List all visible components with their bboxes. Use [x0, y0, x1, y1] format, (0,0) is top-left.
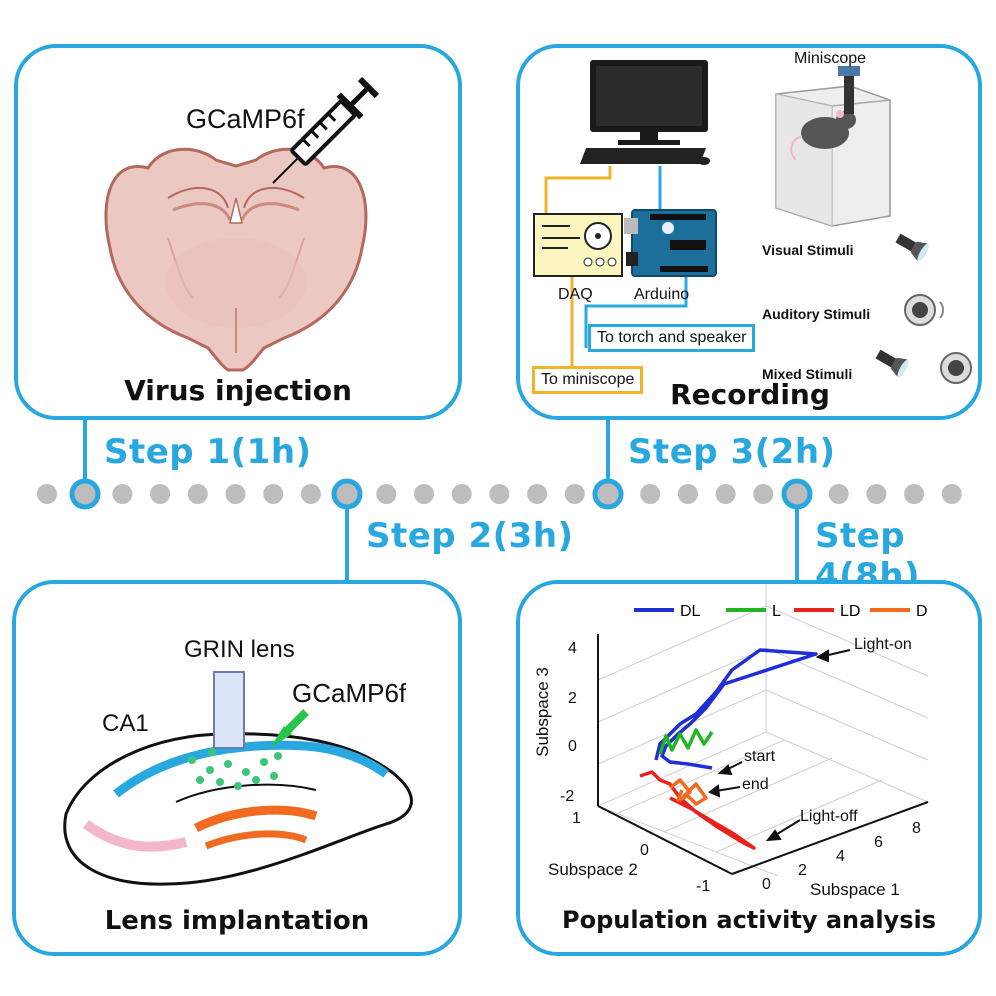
timeline-dot	[866, 484, 887, 504]
annotation-start: start	[744, 748, 776, 765]
torch-icon	[875, 349, 909, 378]
to-torch-box: To torch and speaker	[588, 324, 756, 352]
z-axis-label: Subspace 3	[532, 667, 552, 757]
torch-icon	[895, 233, 929, 262]
virus-injection-panel: GCaMP6f Virus injection	[14, 44, 462, 420]
timeline-step-dot-4	[781, 478, 813, 510]
timeline-dot	[414, 484, 434, 504]
z-tick-0: 0	[568, 738, 577, 755]
timeline-dot	[150, 484, 171, 504]
timeline-dot	[677, 484, 698, 504]
legend-label-ld: LD	[840, 603, 860, 620]
timeline-dot	[527, 484, 548, 504]
legend-label-d: D	[916, 603, 928, 620]
auditory-stimuli-label: Auditory Stimuli	[762, 306, 871, 322]
lens-implantation-panel: GRIN lens GCaMP6f CA1 Lens implantation	[12, 580, 462, 956]
z-tick-4: 4	[568, 640, 577, 657]
brain-illustration	[104, 76, 380, 372]
timeline-step-dot-3	[592, 478, 624, 510]
timeline-dot	[263, 484, 284, 504]
ca1-layer	[113, 740, 389, 798]
daq-icon	[533, 213, 623, 277]
x-tick-0: 0	[762, 876, 771, 893]
x-tick-2: 2	[798, 862, 807, 879]
population-trajectory-chart: DL L LD D	[597, 584, 929, 877]
lens-implantation-title: Lens implantation	[104, 906, 370, 936]
gcamp-label: GCaMP6f	[186, 104, 305, 134]
population-analysis-panel: DL L LD D 4 2 0 -2 Subspace 3 1 0 -1 Subspa…	[516, 580, 982, 956]
trajectory-l	[658, 728, 714, 755]
annotation-light-off: Light-off	[800, 808, 858, 825]
z-tick-2: 2	[568, 690, 577, 707]
legend-label-dl: DL	[680, 603, 701, 620]
step-3-label: Step 3(2h)	[628, 432, 836, 472]
annotation-arrows	[708, 649, 851, 842]
annotation-end: end	[742, 776, 769, 793]
arena-box	[775, 85, 891, 227]
hippocampus-illustration	[63, 671, 413, 886]
timeline-dot	[376, 484, 397, 504]
recording-title: Recording	[670, 378, 830, 411]
ca1-label: CA1	[102, 710, 149, 737]
timeline-step-dot-2	[331, 478, 363, 510]
timeline-dot	[904, 484, 925, 504]
timeline-dot	[828, 484, 849, 504]
timeline-dot	[941, 484, 962, 504]
mixed-stimuli-label: Mixed Stimuli	[762, 366, 853, 382]
arduino-icon	[624, 209, 717, 277]
timeline-dot	[225, 484, 246, 504]
timeline-dot	[489, 484, 510, 504]
arduino-label: Arduino	[634, 286, 690, 303]
trajectory-d	[668, 778, 708, 806]
step-2-label: Step 2(3h)	[366, 516, 574, 556]
miniscope-label: Miniscope	[794, 50, 867, 67]
computer-icon	[580, 60, 710, 165]
to-miniscope-box: To miniscope	[532, 366, 644, 394]
legend-label-l: L	[772, 603, 781, 620]
gcamp-cells	[188, 748, 282, 790]
timeline-dot	[37, 484, 57, 504]
timeline-step-dot-1	[69, 478, 101, 510]
x-axis-label: Subspace 1	[810, 880, 900, 899]
recording-panel: Miniscope DAQ Arduino To torch and speak…	[516, 44, 982, 420]
speaker-icon	[904, 294, 944, 326]
y-axis-label: Subspace 2	[548, 860, 638, 879]
annotation-light-on: Light-on	[854, 636, 912, 653]
dentate-gyrus	[193, 805, 318, 833]
step-1-label: Step 1(1h)	[104, 432, 312, 472]
grin-lens	[213, 671, 245, 749]
timeline-dot	[564, 484, 585, 504]
y-tick-1: 1	[572, 810, 581, 827]
daq-label: DAQ	[558, 286, 593, 303]
trajectory-ld	[639, 770, 756, 850]
x-tick-8: 8	[912, 820, 921, 837]
mouse-icon	[790, 66, 860, 161]
timeline-dot	[187, 484, 208, 504]
x-tick-6: 6	[874, 834, 883, 851]
arrow-icon	[270, 709, 309, 748]
chart-axes	[597, 634, 929, 875]
timeline-dot	[112, 484, 133, 504]
population-analysis-title: Population activity analysis	[561, 906, 936, 934]
x-tick-4: 4	[836, 848, 845, 865]
y-tick-0: 0	[640, 842, 649, 859]
virus-injection-title: Virus injection	[124, 374, 352, 407]
syringe-icon	[272, 76, 380, 184]
timeline-dot	[715, 484, 736, 504]
speaker-icon	[940, 352, 972, 384]
timeline-dot	[640, 484, 661, 504]
z-tick-neg2: -2	[560, 788, 575, 805]
y-tick-neg1: -1	[696, 878, 711, 895]
recording-illustration	[533, 60, 972, 384]
timeline-dot	[300, 484, 321, 504]
visual-stimuli-label: Visual Stimuli	[762, 242, 854, 258]
grin-lens-label: GRIN lens	[184, 636, 295, 663]
timeline-dot	[451, 484, 472, 504]
trajectory-dl	[654, 648, 818, 770]
timeline-dot	[753, 484, 774, 504]
gcamp-label: GCaMP6f	[292, 678, 407, 708]
